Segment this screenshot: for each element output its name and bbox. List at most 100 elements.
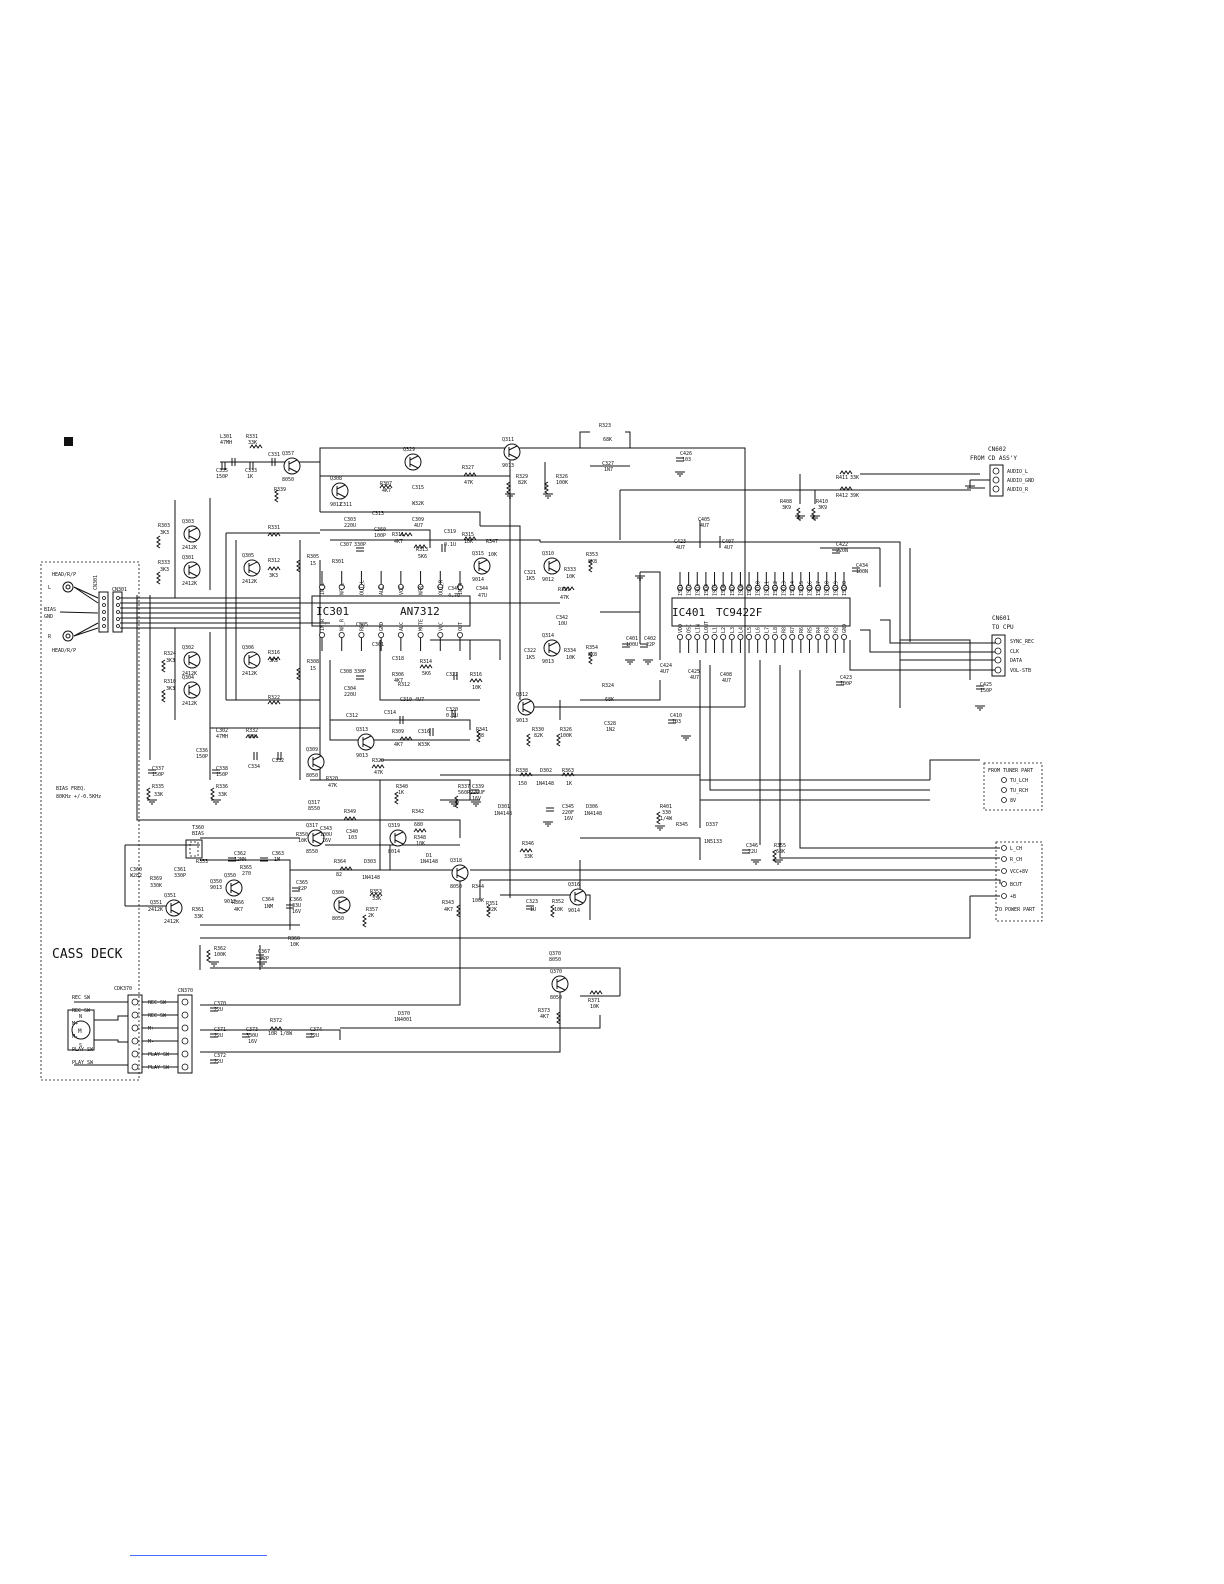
cn370-pin-label: M- [148, 1039, 154, 1045]
component-label: 1N2 [606, 727, 615, 733]
resistor [161, 659, 166, 673]
component-label: R353 [196, 859, 208, 865]
capacitor [210, 1059, 218, 1064]
component-label: C370 [214, 1001, 226, 1007]
component-label: 1N4148 [494, 811, 512, 817]
component-label: R364 [334, 859, 346, 865]
component-label: C315 [412, 485, 424, 491]
component-label: C301 [372, 642, 384, 648]
cn370-ref: CN370 [178, 988, 193, 994]
ground-icon [543, 821, 553, 827]
resistor [245, 734, 259, 739]
component-label: 220U [344, 523, 356, 529]
ground-icon [675, 471, 685, 477]
ic-pin-label: ISO8 [738, 584, 744, 596]
component-label: R313 [416, 547, 428, 553]
component-label: BIAS [192, 831, 204, 837]
ic-pin-label: L7 [764, 627, 770, 633]
resistor [486, 904, 491, 918]
capacitor [640, 643, 648, 648]
transistor-ref: Q316 [568, 882, 580, 888]
transistor-ref: Q306 [242, 645, 254, 651]
component-label: 10K [554, 907, 563, 913]
component-label: T360 [192, 825, 204, 831]
capacitor [253, 752, 258, 760]
transistor-value: 8050 [332, 916, 344, 922]
component-label: C360 [374, 527, 386, 533]
component-label: 47MH [220, 440, 232, 446]
capacitor [210, 1007, 218, 1012]
component-label: 150 [518, 781, 527, 787]
resistor [267, 532, 281, 537]
component-label: R342 [412, 809, 424, 815]
transistor-value: 8050 [306, 773, 318, 779]
ic-pin-label: ISO9 [747, 584, 753, 596]
component-label: C342 [556, 615, 568, 621]
component-label: 33K [372, 896, 381, 902]
component-label: 4K7 [394, 742, 403, 748]
component-label: 22K [488, 907, 497, 913]
component-label: 33K [248, 734, 257, 740]
component-label: 10K [566, 655, 575, 661]
component-label: 47K [464, 480, 473, 486]
cn601-pin-4: VOL-STB [1010, 668, 1031, 674]
component-label: C426 [680, 451, 692, 457]
component-label: 330P [174, 873, 186, 879]
ic-pin-label: NFR [419, 585, 425, 595]
deck-pin [181, 1050, 189, 1058]
component-label: C336 [196, 748, 208, 754]
resistor [456, 904, 461, 918]
component-label: C322 [446, 672, 458, 678]
component-label: C328 [604, 721, 616, 727]
component-label: 33K [194, 914, 203, 920]
component-label: 5K6 [418, 554, 427, 560]
component-label: C365 [296, 880, 308, 886]
capacitor [212, 769, 220, 774]
capacitor [210, 1033, 218, 1038]
capacitor [228, 857, 236, 862]
ic-pin [754, 634, 761, 641]
capacitor [249, 462, 254, 470]
motor-label: M [78, 1028, 82, 1035]
ic-pin-label: R4 [816, 627, 822, 633]
component-label: R363 [562, 768, 574, 774]
ic-pin-label: R7 [790, 627, 796, 633]
component-label: 16V [472, 796, 481, 802]
ic-pin [338, 632, 345, 639]
component-label: R353 [370, 889, 382, 895]
component-label: 4K7 [382, 488, 391, 494]
component-label: C327 [602, 461, 614, 467]
component-label: C407 [722, 539, 734, 545]
component-label: R324 [164, 651, 176, 657]
tuner-connector: FROM TUNER PART TU_LCH TU_RCH 8V [983, 762, 1043, 811]
deck-switch-label: REC SW [72, 1008, 91, 1014]
resistor [379, 484, 393, 489]
component-label: 68K [605, 697, 614, 703]
capacitor [306, 1033, 314, 1038]
capacitor [356, 547, 364, 552]
component-label: 33K [524, 854, 533, 860]
cn601-caption: TO CPU [992, 624, 1014, 631]
component-label: 47K [328, 783, 337, 789]
ic-pin [806, 634, 813, 641]
component-label: R326 [556, 474, 568, 480]
capacitor [471, 789, 479, 794]
component-label: C423 [840, 675, 852, 681]
component-label: C310 4U7 [400, 697, 424, 703]
component-label: 220N [836, 548, 848, 554]
ic-pin-label: ISO20 [842, 581, 848, 596]
motor-s: S [79, 1043, 82, 1049]
resistor [249, 444, 263, 449]
resistor [519, 848, 533, 853]
component-label: C405 [698, 517, 710, 523]
ic-pin-label: GND [379, 622, 385, 631]
component-label: 330P [354, 669, 366, 675]
component-label: R332 [246, 728, 258, 734]
ground-icon [751, 859, 761, 865]
component-label: C339 [472, 784, 484, 790]
component-label: W282 [130, 873, 142, 879]
ic-pin-label: ISO5 [713, 584, 719, 596]
